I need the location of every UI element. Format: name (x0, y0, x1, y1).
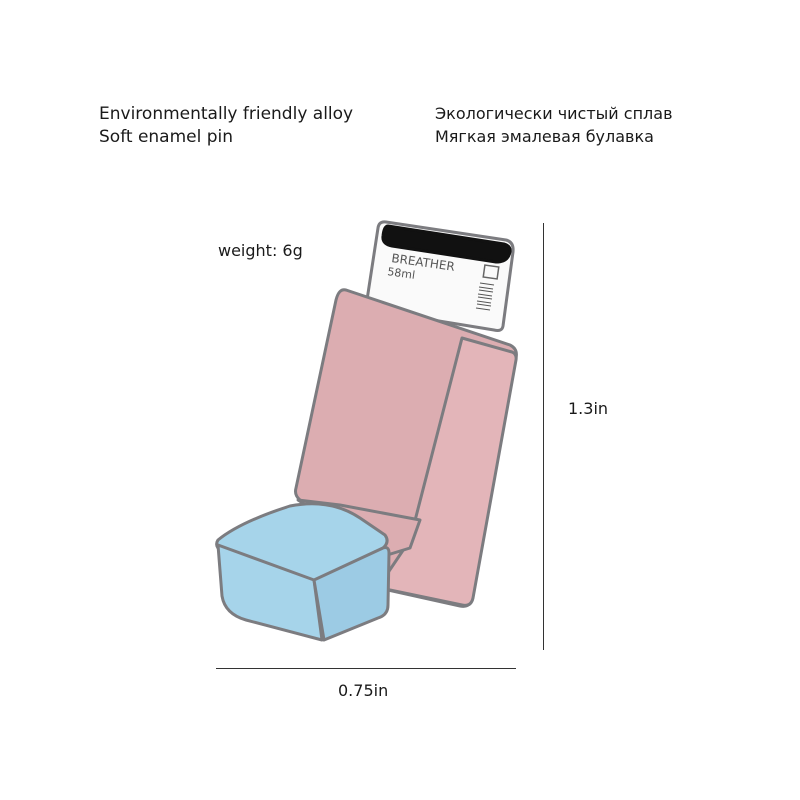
width-label: 0.75in (338, 681, 389, 700)
width-dimension-line (216, 668, 516, 669)
height-dimension-line (543, 223, 544, 650)
pin-type-text-en: Soft enamel pin (99, 127, 234, 147)
canister-barcode (475, 282, 495, 311)
pin-type-text-ru: Мягкая эмалевая булавка (435, 127, 654, 146)
mouthpiece-front (312, 546, 391, 642)
height-label: 1.3in (568, 399, 609, 418)
material-text-ru: Экологически чистый сплав (435, 104, 673, 123)
canister-top (381, 224, 512, 264)
canister-volume-text: 58ml (387, 265, 416, 282)
material-text-en: Environmentally friendly alloy (99, 104, 354, 124)
weight-label: weight: 6g (218, 241, 303, 260)
mouthpiece-side (216, 543, 324, 642)
canister-badge (482, 264, 500, 280)
